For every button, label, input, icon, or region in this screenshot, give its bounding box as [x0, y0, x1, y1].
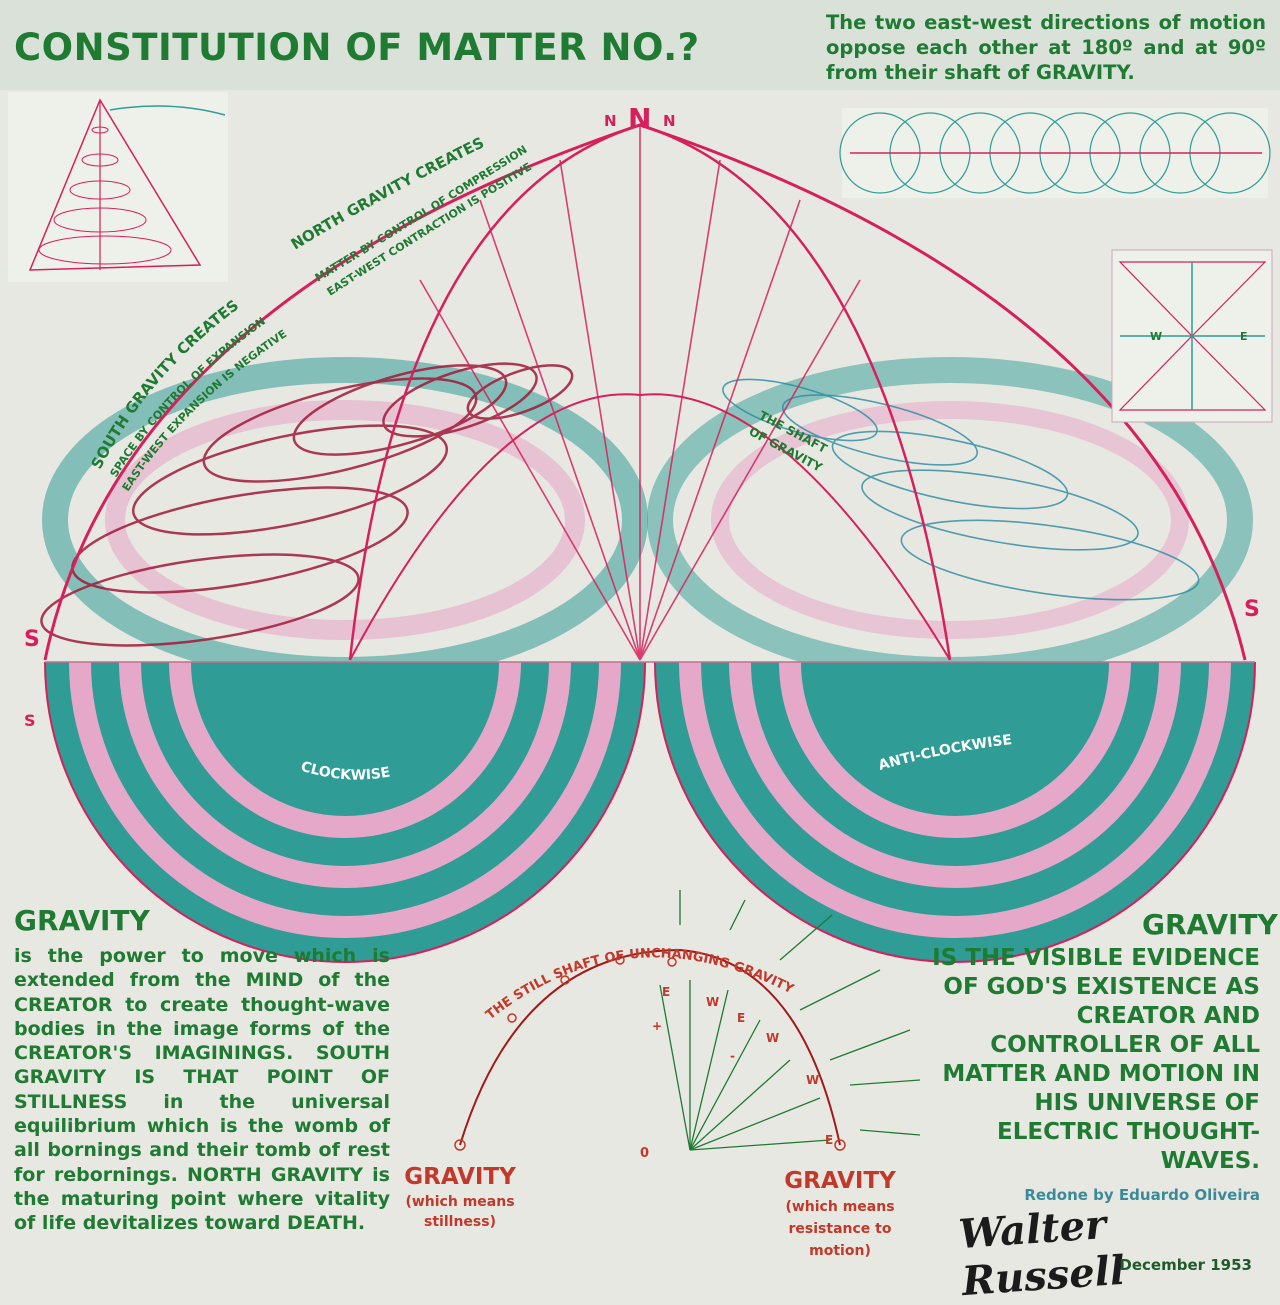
fan-west-label: W [706, 995, 719, 1009]
fan-west-label-3: W [806, 1073, 819, 1087]
right-gravity-body: IS THE VISIBLE EVIDENCE OF GOD'S EXISTEN… [932, 945, 1260, 1174]
gravity-stillness-label: GRAVITY [404, 1164, 516, 1190]
north-small-left: N [604, 112, 617, 130]
left-gravity-body: is the power to move which is extended f… [14, 945, 390, 1235]
north-small-right: N [663, 112, 676, 130]
fan-east-label-3: E [825, 1133, 833, 1147]
zero-label: 0 [640, 1146, 649, 1161]
top-note: The two east-west directions of motion o… [826, 11, 1266, 84]
south-label-left: S [24, 627, 40, 652]
pattern-strip [839, 108, 1271, 198]
right-gravity-heading: GRAVITY [1142, 908, 1278, 941]
south-label-left-lower: S [24, 711, 36, 730]
south-label-right: S [1244, 597, 1260, 622]
redone-credit: Redone by Eduardo Oliveira [1024, 1186, 1260, 1204]
right-spiral-loops [722, 378, 1200, 601]
left-spiral-loops [40, 362, 574, 647]
upper-rings [42, 357, 1253, 683]
north-sub-label-2: EAST-WEST CONTRACTION IS POSITIVE [325, 160, 534, 298]
fan-minus-label: - [730, 1049, 735, 1063]
left-gravity-heading: GRAVITY [14, 904, 150, 937]
left-half-disc [44, 661, 646, 963]
gravity-stillness-sub: (which means stillness) [405, 1194, 515, 1230]
fan-east-label-2: E [737, 1011, 745, 1025]
gravity-resistance-sub: (which means resistance to motion) [785, 1199, 895, 1259]
still-shaft-label: THE STILL SHAFT OF UNCHANGING GRAVITY [483, 946, 796, 1023]
shaft-lines [419, 125, 861, 661]
date-label: December 1953 [1119, 1256, 1252, 1274]
fan-plus-label: + [652, 1019, 662, 1033]
box-east-label: E [1240, 330, 1248, 343]
fan-west-label-2: W [766, 1031, 779, 1045]
north-label: N [628, 102, 651, 135]
page-title: CONSTITUTION OF MATTER NO.? [14, 26, 700, 69]
fan-east-label: E [662, 985, 670, 999]
gravity-resistance-label: GRAVITY [784, 1168, 896, 1194]
box-west-label: W [1150, 330, 1162, 343]
cone-sketch [8, 92, 228, 282]
wave-box-sketch: W E [1111, 249, 1273, 423]
right-half-disc [654, 661, 1256, 963]
header-band [0, 0, 1280, 90]
